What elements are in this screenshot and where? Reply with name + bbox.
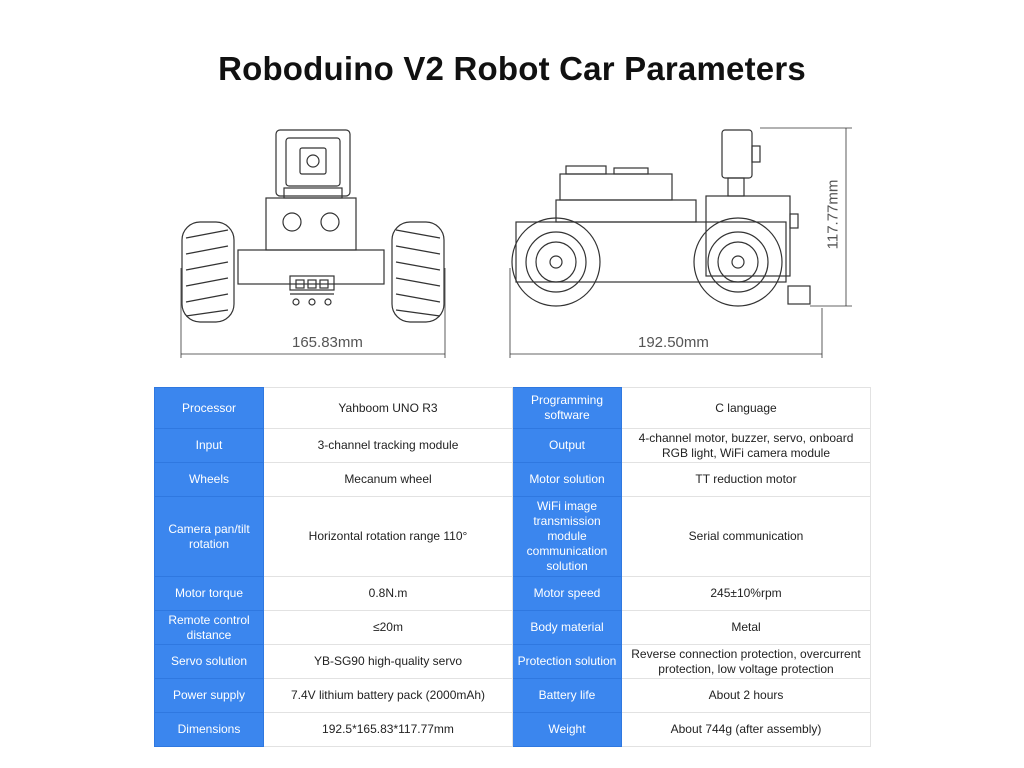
side-camera	[721, 129, 753, 179]
table-row: Wheels Mecanum wheel Motor solution TT r…	[154, 462, 871, 497]
spec-key: Servo solution	[154, 644, 264, 679]
spec-key: Processor	[154, 387, 264, 429]
spec-value: 3-channel tracking module	[263, 428, 513, 463]
page-title: Roboduino V2 Robot Car Parameters	[218, 50, 806, 87]
robot-line-drawing	[180, 127, 852, 358]
spec-value: 245±10%rpm	[621, 576, 871, 611]
spec-value: About 744g (after assembly)	[621, 712, 871, 747]
table-row: Servo solution YB-SG90 high-quality serv…	[154, 644, 871, 679]
table-row: Dimensions 192.5*165.83*117.77mm Weight …	[154, 712, 871, 747]
height-label: 117.77mm	[824, 175, 842, 254]
spec-key: Motor torque	[154, 576, 264, 611]
spec-value: YB-SG90 high-quality servo	[263, 644, 513, 679]
spec-value: Horizontal rotation range 110°	[263, 496, 513, 577]
table-row: Motor torque 0.8N.m Motor speed 245±10%r…	[154, 576, 871, 611]
spec-key: Weight	[512, 712, 622, 747]
side-rear-wheel	[511, 217, 601, 307]
front-width-label: 165.83mm	[288, 334, 367, 351]
spec-value: C language	[621, 387, 871, 429]
spec-value: Mecanum wheel	[263, 462, 513, 497]
side-front-wheel	[693, 217, 783, 307]
spec-value: 0.8N.m	[263, 576, 513, 611]
front-right-wheel	[391, 221, 445, 323]
spec-key: Battery life	[512, 678, 622, 713]
side-board	[559, 173, 673, 201]
spec-value: About 2 hours	[621, 678, 871, 713]
spec-value: TT reduction motor	[621, 462, 871, 497]
spec-value: Yahboom UNO R3	[263, 387, 513, 429]
side-length-label: 192.50mm	[634, 334, 713, 351]
table-row: Camera pan/tilt rotation Horizontal rota…	[154, 496, 871, 577]
side-chassis	[515, 221, 787, 283]
front-left-wheel	[181, 221, 235, 323]
spec-value: Metal	[621, 610, 871, 645]
spec-key: Programming software	[512, 387, 622, 429]
table-row: Power supply 7.4V lithium battery pack (…	[154, 678, 871, 713]
table-row: Input 3-channel tracking module Output 4…	[154, 428, 871, 463]
spec-value: 7.4V lithium battery pack (2000mAh)	[263, 678, 513, 713]
spec-key: Camera pan/tilt rotation	[154, 496, 264, 577]
table-row: Remote control distance ≤20m Body materi…	[154, 610, 871, 645]
spec-value: 192.5*165.83*117.77mm	[263, 712, 513, 747]
spec-key: Output	[512, 428, 622, 463]
table-row: Processor Yahboom UNO R3 Programming sof…	[154, 387, 871, 429]
spec-key: Motor speed	[512, 576, 622, 611]
robot-drawings: 165.83mm 192.50mm 117.77mm	[0, 118, 1024, 368]
spec-key: Body material	[512, 610, 622, 645]
spec-value: ≤20m	[263, 610, 513, 645]
spec-key: Power supply	[154, 678, 264, 713]
spec-table: Processor Yahboom UNO R3 Programming sof…	[154, 387, 871, 747]
spec-value: 4-channel motor, buzzer, servo, onboard …	[621, 428, 871, 463]
spec-key: Wheels	[154, 462, 264, 497]
spec-value: Reverse connection protection, overcurre…	[621, 644, 871, 679]
spec-key: Remote control distance	[154, 610, 264, 645]
spec-key: Protection solution	[512, 644, 622, 679]
spec-key: Input	[154, 428, 264, 463]
spec-value: Serial communication	[621, 496, 871, 577]
front-camera	[275, 129, 351, 197]
spec-key: WiFi image transmission module communica…	[512, 496, 622, 577]
front-body	[265, 197, 357, 251]
spec-key: Dimensions	[154, 712, 264, 747]
spec-key: Motor solution	[512, 462, 622, 497]
